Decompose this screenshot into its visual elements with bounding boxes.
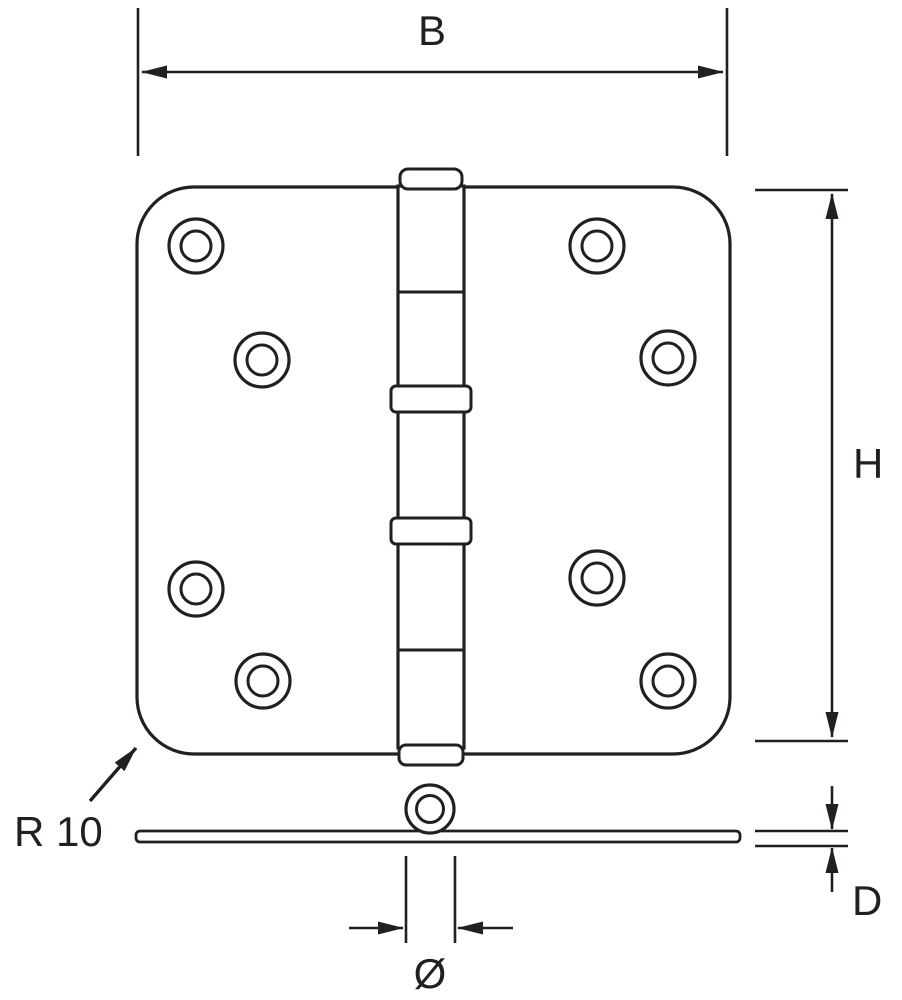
bearing-ring [389,384,473,414]
hinge-front-view [135,167,732,767]
height-label: H [853,440,883,487]
dimension-height: H [755,188,883,743]
width-label: B [418,7,446,54]
screw-hole [639,329,697,387]
barrel-inner-circle [415,794,445,824]
screw-hole [568,217,626,275]
dimension-thickness: D [755,786,882,924]
barrel-bottom-cap [397,743,465,767]
pin-diameter-label: Ø [414,950,447,997]
thickness-label: D [852,877,882,924]
screw-hole [234,652,292,710]
bearing-ring [389,516,473,546]
screw-hole [167,560,225,618]
corner-radius-callout: R 10 [14,746,138,855]
barrel-body [396,184,466,750]
screw-hole [233,331,291,389]
screw-hole [639,652,697,710]
hinge-side-view [134,783,742,844]
barrel-top-cap [398,167,464,191]
screw-hole [568,549,626,607]
dimension-width: B [136,7,729,156]
corner-radius-label: R 10 [14,808,103,855]
screw-hole [167,217,225,275]
dimension-pin-diameter: Ø [349,856,513,997]
hinge-barrel [389,167,473,767]
leader-arrow [88,746,138,803]
